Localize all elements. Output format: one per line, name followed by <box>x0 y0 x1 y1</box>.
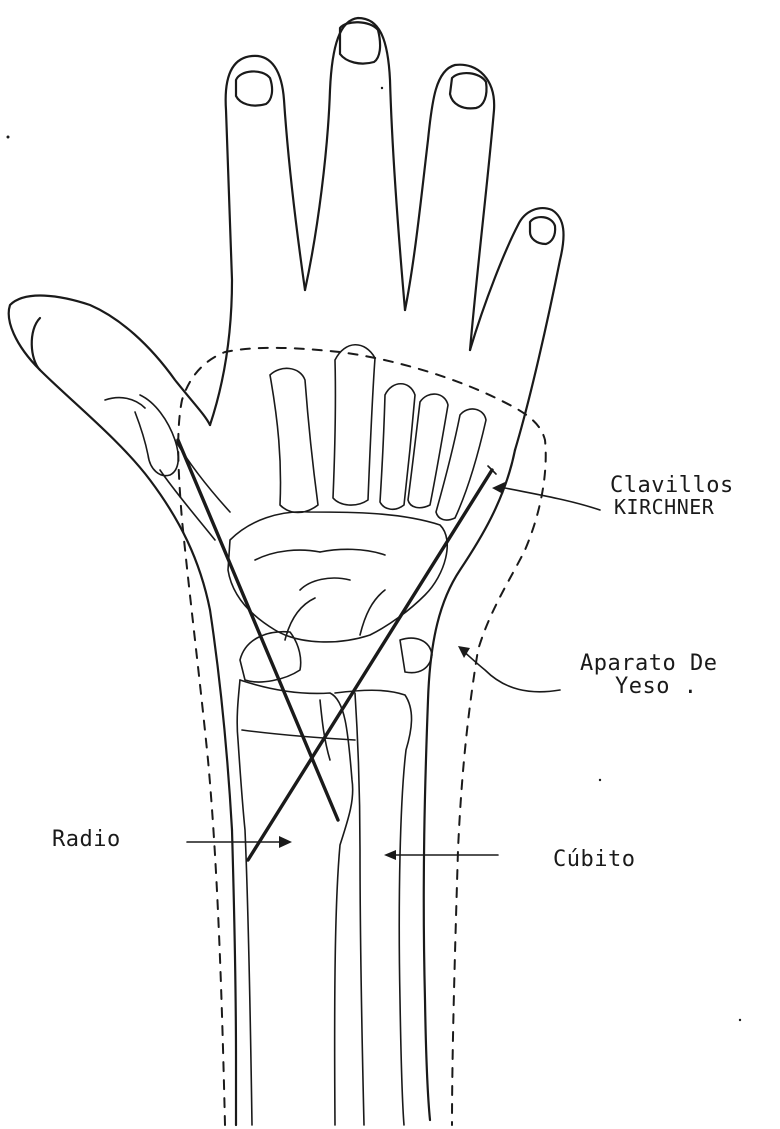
label-cubito: Cúbito <box>553 850 635 870</box>
wire-radial <box>178 440 338 820</box>
label-aparato: Aparato De <box>580 654 717 674</box>
kirschner-wires <box>178 440 496 860</box>
label-radio: Radio <box>52 830 121 850</box>
label-yeso: Yeso . <box>615 677 697 697</box>
wire-ulnar <box>248 470 492 860</box>
hand-outline <box>9 18 564 1125</box>
label-clavillos: Clavillos <box>610 476 734 496</box>
label-arrows <box>187 482 600 860</box>
hand-bones <box>105 345 486 682</box>
label-kirchner: KIRCHNER <box>614 497 714 517</box>
forearm-bones <box>237 680 411 1125</box>
arrow-clavillos <box>505 488 600 510</box>
